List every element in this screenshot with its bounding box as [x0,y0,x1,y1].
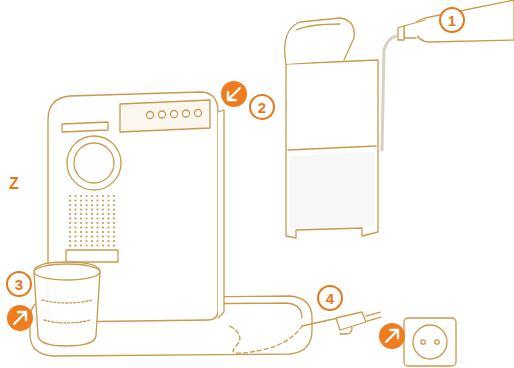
callout-number: 2 [251,100,273,116]
callout-number: 1 [441,13,463,29]
callout-number: 3 [8,277,30,293]
callout-number: 4 [319,291,341,307]
edge-letter: Z [3,176,25,192]
